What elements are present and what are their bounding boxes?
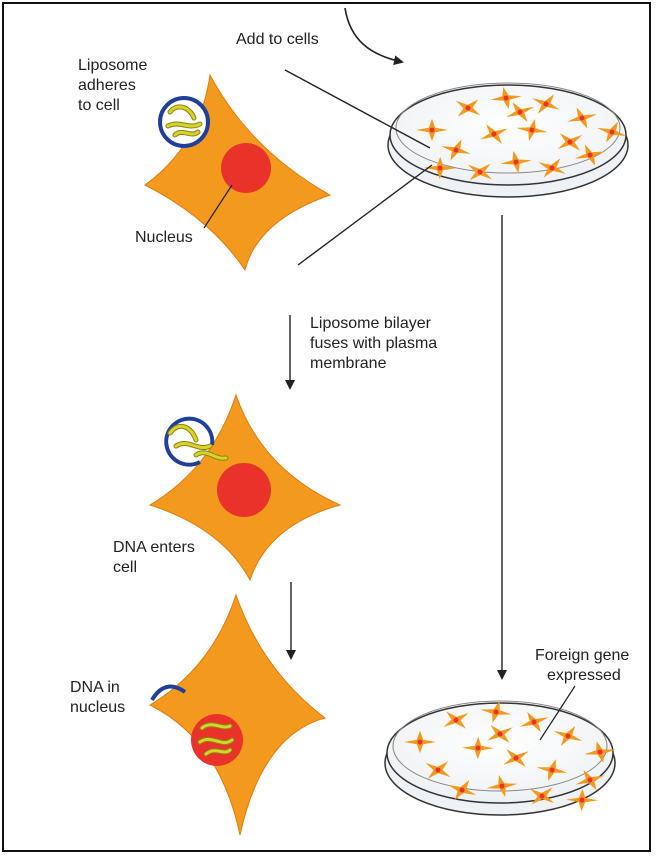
- label-dna-enters-line-2: cell: [113, 559, 137, 576]
- zoom-line-lower: [298, 165, 432, 265]
- dish-cell-nucleus: [579, 797, 584, 802]
- dish-cell-nucleus: [475, 745, 480, 750]
- dish-cell-nucleus: [579, 115, 584, 120]
- label-foreign-gene-line-2: expressed: [547, 667, 621, 684]
- label-foreign-gene-line-1: Foreign gene: [535, 647, 629, 664]
- cell-body-3: [150, 595, 325, 835]
- petri-dish-bottom: [385, 701, 616, 815]
- dish-cell-nucleus: [513, 159, 518, 164]
- dish-cell-nucleus: [543, 101, 548, 106]
- petri-dish-top: [388, 83, 628, 197]
- label-liposome-adheres-line-1: Liposome: [78, 57, 147, 74]
- dish-cell-nucleus: [437, 165, 442, 170]
- dish-cell-nucleus: [499, 783, 504, 788]
- label-bilayer-fuses-line-2: fuses with plasma: [310, 335, 437, 352]
- label-liposome-adheres-line-2: adheres: [78, 77, 136, 94]
- cell-stage-3: [150, 595, 325, 835]
- dish-cell-nucleus: [453, 147, 458, 152]
- dish-cell-nucleus: [549, 165, 554, 170]
- dish-cell-nucleus: [429, 127, 434, 132]
- dish-cell-nucleus: [491, 131, 496, 136]
- label-dna-in-nucleus: DNA in nucleus: [70, 679, 125, 716]
- dish-cell-nucleus: [587, 777, 592, 782]
- incoming-curved-arrow: [345, 8, 402, 62]
- label-nucleus: Nucleus: [135, 229, 193, 246]
- dish-cell-nucleus: [477, 169, 482, 174]
- dish-cell-nucleus: [609, 129, 614, 134]
- label-foreign-gene: Foreign gene expressed: [535, 647, 634, 684]
- dish-cell-nucleus: [503, 95, 508, 100]
- label-liposome-adheres-line-3: to cell: [78, 97, 120, 114]
- label-dna-enters: DNA enters cell: [113, 539, 199, 576]
- label-bilayer-fuses-line-1: Liposome bilayer: [310, 315, 432, 332]
- label-add-to-cells: Add to cells: [236, 31, 319, 48]
- dish-cell-nucleus: [493, 709, 498, 714]
- dish-cell-nucleus: [597, 749, 602, 754]
- nucleus-1: [221, 143, 271, 193]
- dish-cell-nucleus: [531, 719, 536, 724]
- dish-cell-nucleus: [453, 717, 458, 722]
- dish-cell-nucleus: [459, 787, 464, 792]
- dish-cell-nucleus: [517, 109, 522, 114]
- label-dna-in-nucleus-line-1: DNA in: [70, 679, 120, 696]
- label-dna-enters-line-1: DNA enters: [113, 539, 195, 556]
- nucleus-2: [217, 463, 271, 517]
- dish-cell-nucleus: [539, 793, 544, 798]
- label-bilayer-fuses-line-3: membrane: [310, 355, 387, 372]
- dish-cell-nucleus: [529, 127, 534, 132]
- dish-cell-nucleus: [513, 755, 518, 760]
- dish-cell-nucleus: [497, 731, 502, 736]
- label-bilayer-fuses: Liposome bilayer fuses with plasma membr…: [310, 315, 442, 372]
- label-dna-in-nucleus-line-2: nucleus: [70, 699, 125, 716]
- dish-cell-nucleus: [417, 739, 422, 744]
- dish-cell-nucleus: [587, 152, 592, 157]
- dish-cell-nucleus: [565, 733, 570, 738]
- dish-cell-nucleus: [435, 767, 440, 772]
- dish-cell-nucleus: [549, 767, 554, 772]
- label-liposome-adheres: Liposome adheres to cell: [78, 57, 152, 114]
- dish-cell-nucleus: [567, 139, 572, 144]
- dish-cell-nucleus: [465, 105, 470, 110]
